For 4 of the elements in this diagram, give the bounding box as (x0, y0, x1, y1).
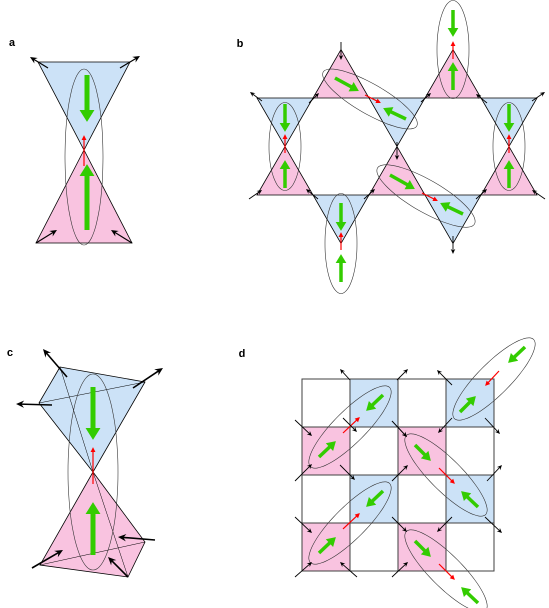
panel-label: d (239, 348, 245, 358)
panel-label: c (7, 350, 13, 356)
panel-label: a (9, 40, 16, 46)
panel-label: b (237, 38, 243, 48)
